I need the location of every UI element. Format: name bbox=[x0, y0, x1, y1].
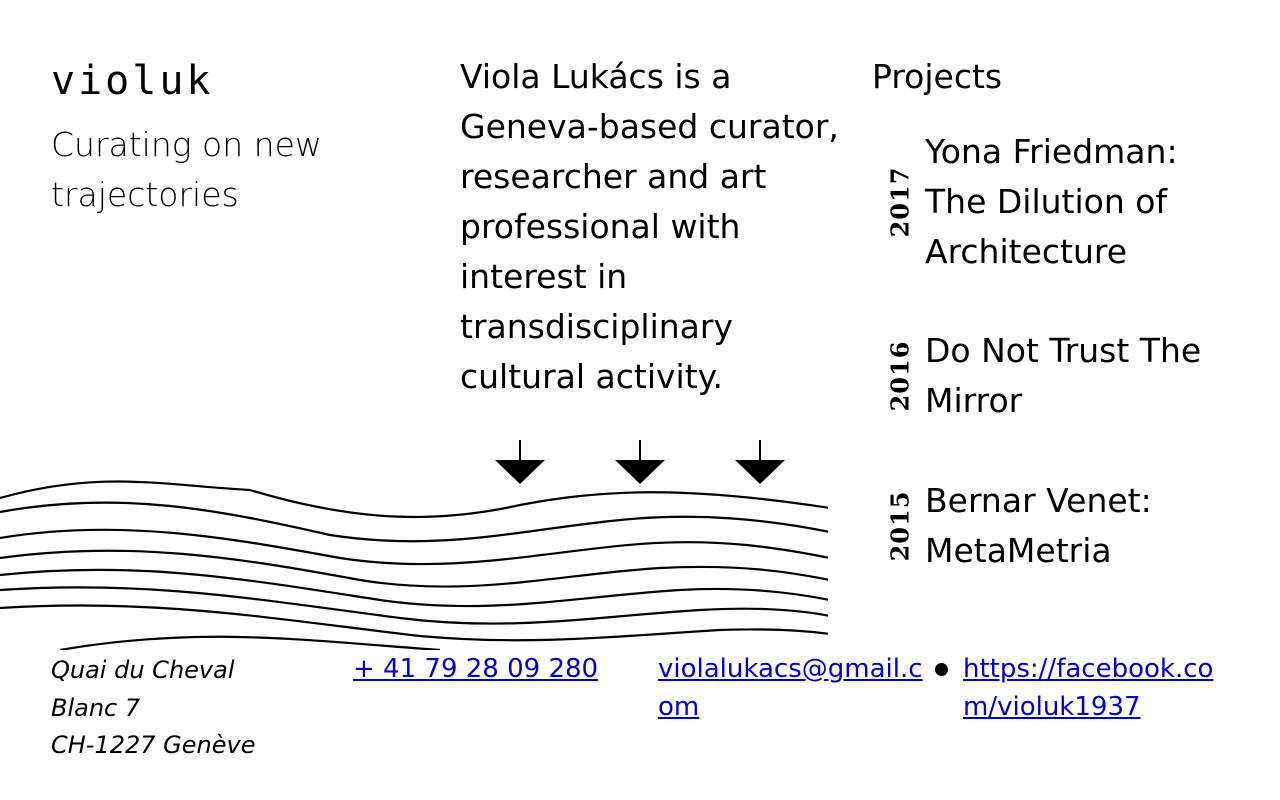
email-link[interactable]: violalukacs@gmail.com bbox=[658, 654, 923, 722]
project-title[interactable]: Do Not Trust The Mirror bbox=[925, 331, 1202, 420]
project-year: 2017 bbox=[885, 166, 915, 238]
phone-link[interactable]: + 41 79 28 09 280 bbox=[353, 654, 599, 684]
down-arrow-icon bbox=[615, 460, 665, 484]
logo[interactable]: violuk bbox=[51, 58, 214, 104]
project-year: 2016 bbox=[885, 340, 915, 412]
project-title[interactable]: Yona Friedman: The Dilution of Architect… bbox=[925, 132, 1178, 271]
down-arrow-icon bbox=[519, 440, 761, 462]
project-year: 2015 bbox=[885, 490, 915, 562]
projects-heading: Projects bbox=[872, 57, 1003, 96]
project-item[interactable]: 2016 Do Not Trust The Mirror bbox=[880, 326, 1240, 426]
address-line: Quai du Cheval bbox=[51, 656, 235, 684]
address-line: CH-1227 Genève bbox=[51, 731, 256, 759]
facebook-link[interactable]: https://facebook.com/violuk1937 bbox=[963, 654, 1214, 722]
down-arrow-icon bbox=[735, 460, 785, 484]
address-line: Blanc 7 bbox=[51, 693, 141, 722]
bio-text: Viola Lukács is a Geneva-based curator, … bbox=[460, 57, 839, 396]
project-item[interactable]: 2017 Yona Friedman: The Dilution of Arch… bbox=[880, 127, 1240, 277]
tagline: Curating on new trajectories bbox=[51, 125, 322, 214]
down-arrow-icon bbox=[495, 460, 545, 484]
postal-address: Quai du Cheval Blanc 7 CH-1227 Genève bbox=[51, 652, 255, 765]
project-item[interactable]: 2015 Bernar Venet: MetaMetria bbox=[880, 476, 1240, 576]
wave-arrows-illustration bbox=[0, 440, 828, 650]
project-title[interactable]: Bernar Venet: MetaMetria bbox=[925, 481, 1152, 570]
bullet-dot-icon bbox=[935, 663, 948, 676]
